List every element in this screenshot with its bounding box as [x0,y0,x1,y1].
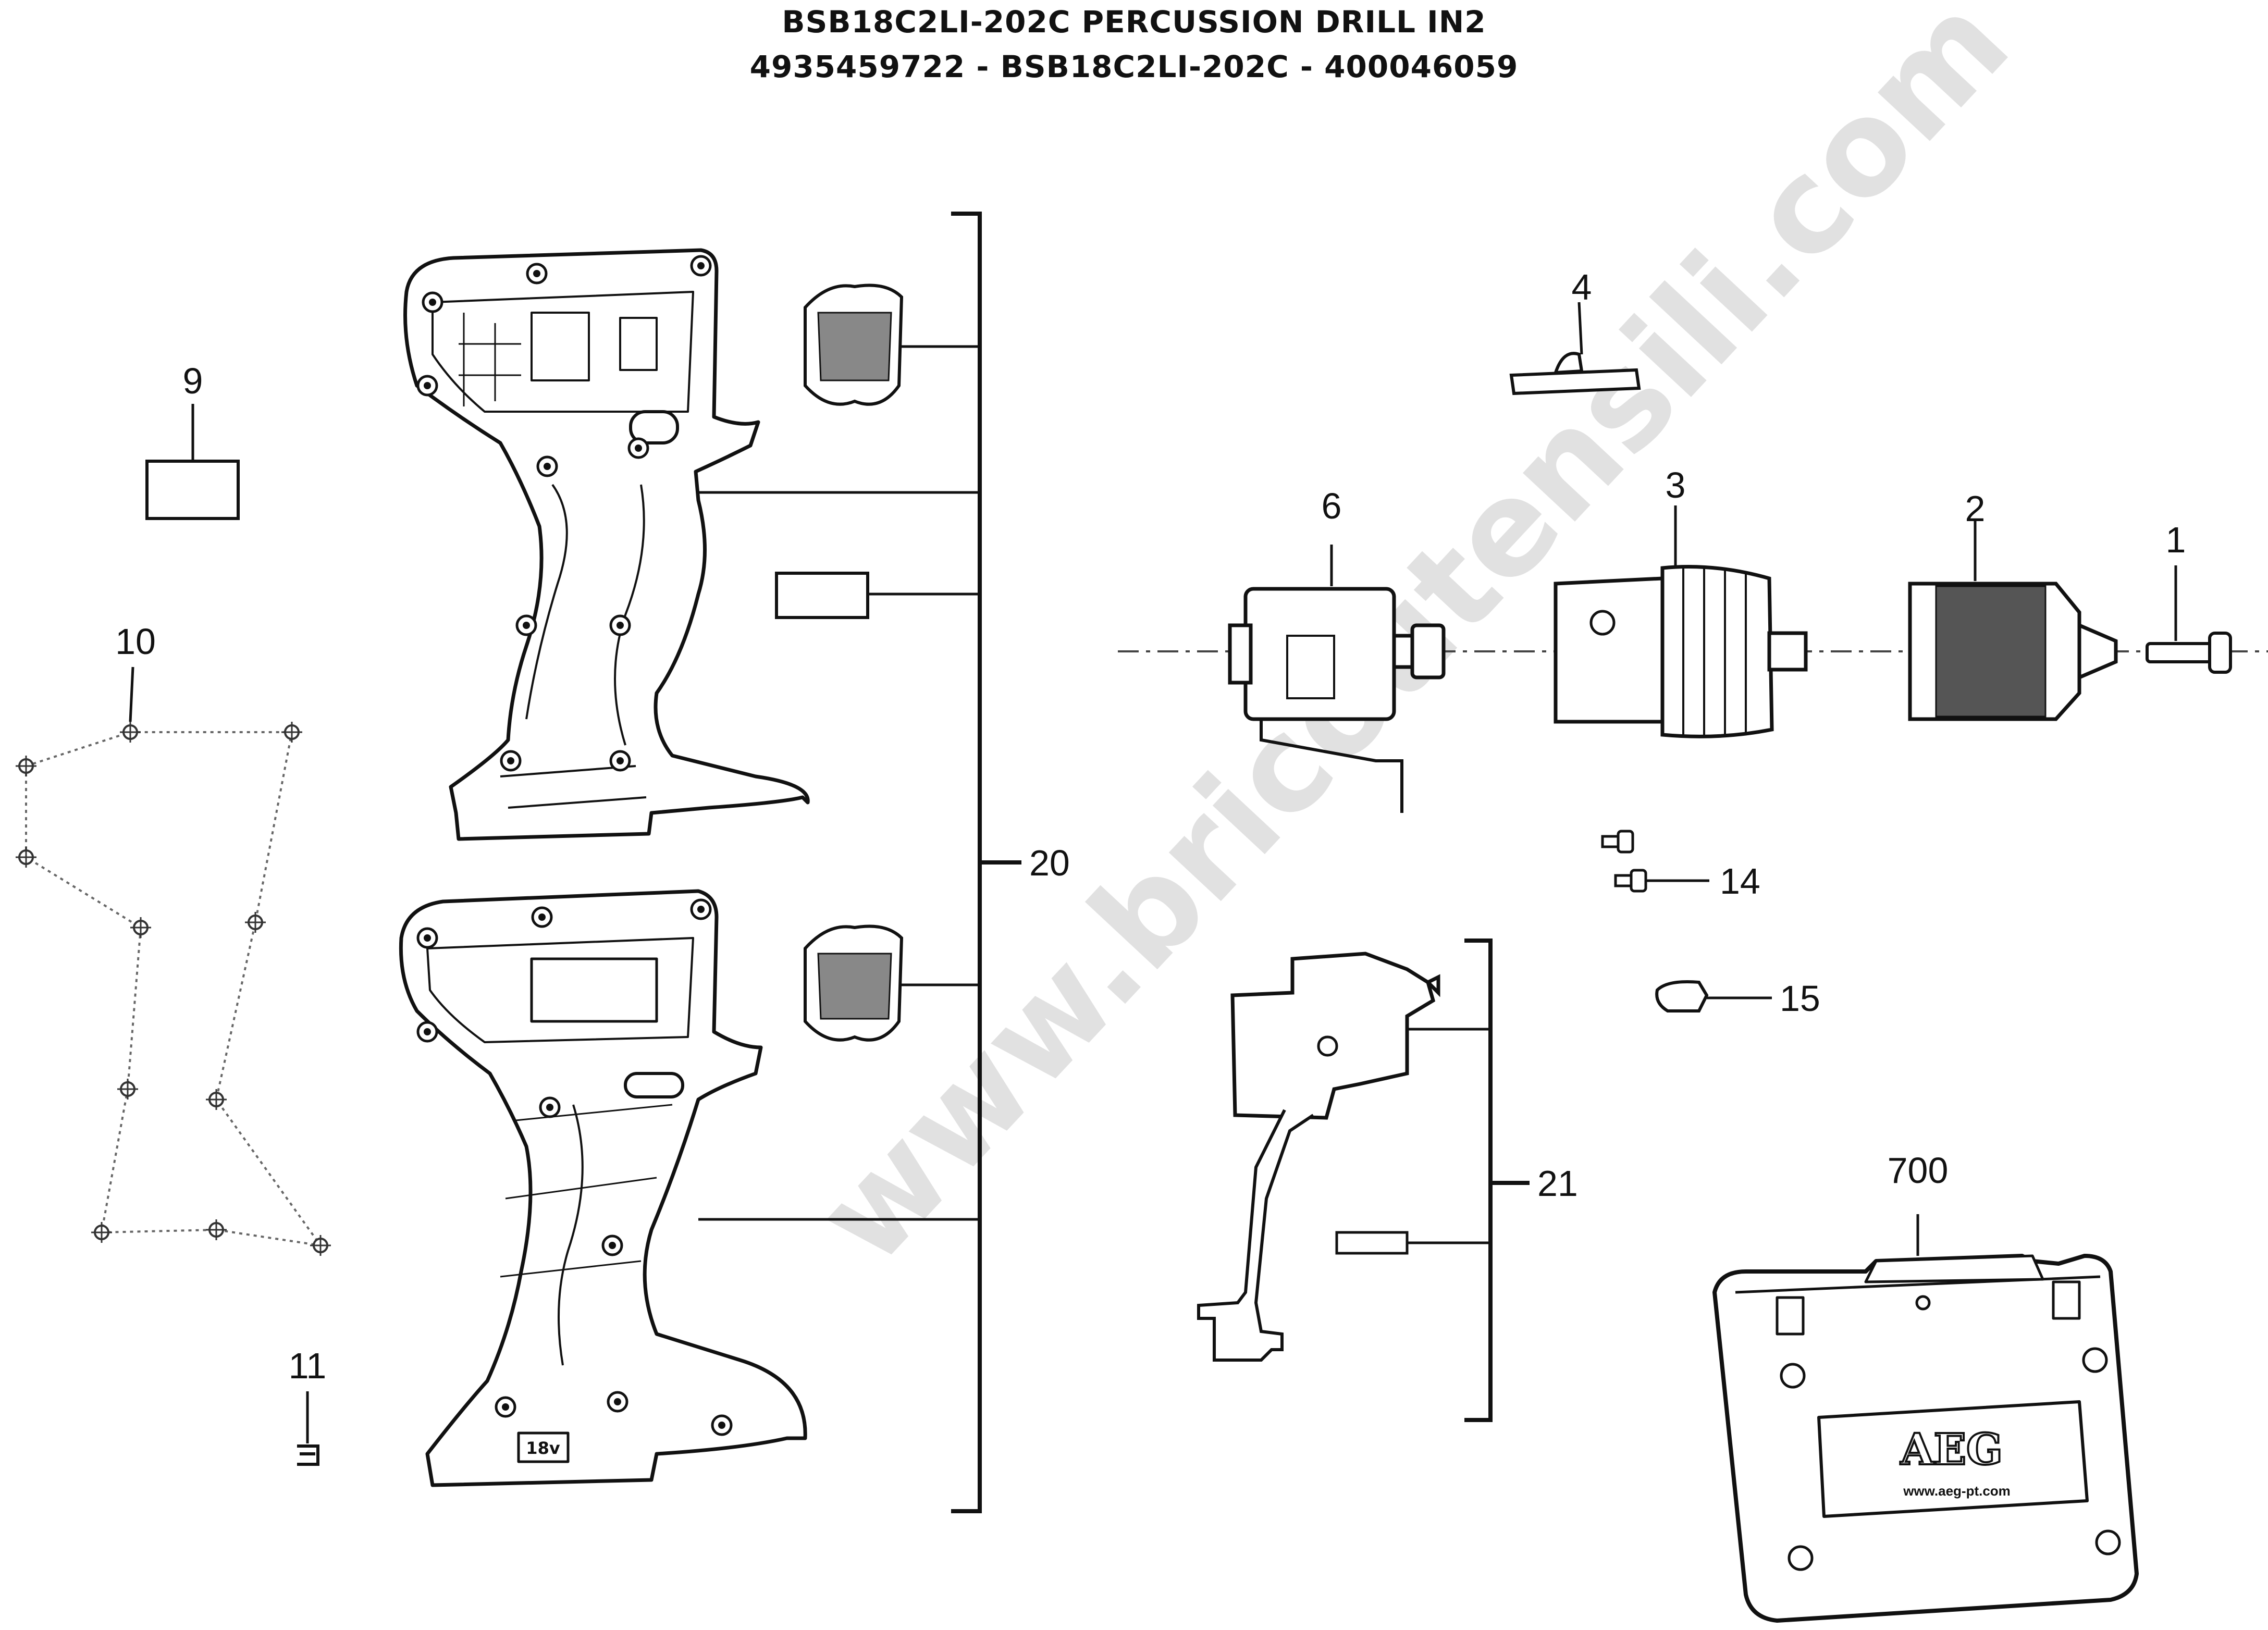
callout-15: 15 [1780,978,1820,1019]
callout-6: 6 [1322,486,1342,526]
callout-1: 1 [2166,520,2186,560]
vent-cover-upper [804,283,980,406]
part-1-chuck-screw [2146,565,2232,674]
callout-4: 4 [1572,267,1592,307]
bracket-20 [951,212,1021,1513]
callout-10: 10 [115,621,156,662]
part-2-chuck [1908,521,2118,721]
callout-11: 11 [289,1345,327,1386]
part-11-clip [297,1391,319,1466]
case-url-text: www.aeg-pt.com [1903,1483,2011,1499]
part-700-carry-case [1712,1214,2139,1623]
housing-right-half [399,889,807,1487]
callout-3: 3 [1666,465,1686,505]
callout-700: 700 [1888,1150,1949,1191]
part-15-clip [1655,980,1772,1012]
diagram-subtitle: 4935459722 - BSB18C2LI-202C - 400046059 [749,49,1519,84]
callout-14: 14 [1720,861,1760,902]
part-4-slider [1509,302,1641,396]
bracket-21 [1464,939,1530,1422]
part-21-switch [1197,952,1490,1362]
diagram-title: BSB18C2LI-202C PERCUSSION DRILL IN2 [782,4,1486,40]
callout-2: 2 [1965,488,1986,529]
housing-label [775,572,980,619]
housing-left-half [403,248,810,841]
case-brand-logo: AEG [1900,1425,2003,1475]
callout-9: 9 [183,361,203,401]
housing-badge-text: 18v [526,1438,560,1458]
housing-right-screws [418,900,731,1435]
part-6-motor [1228,545,1446,813]
part-3-gearbox [1554,505,1808,738]
callout-21: 21 [1537,1163,1578,1204]
vent-cover-lower [804,924,980,1042]
part-10-screw-set [15,666,332,1257]
callout-20: 20 [1029,843,1070,883]
part-9-label-plate [145,404,240,520]
part-14-screws [1601,830,1709,893]
